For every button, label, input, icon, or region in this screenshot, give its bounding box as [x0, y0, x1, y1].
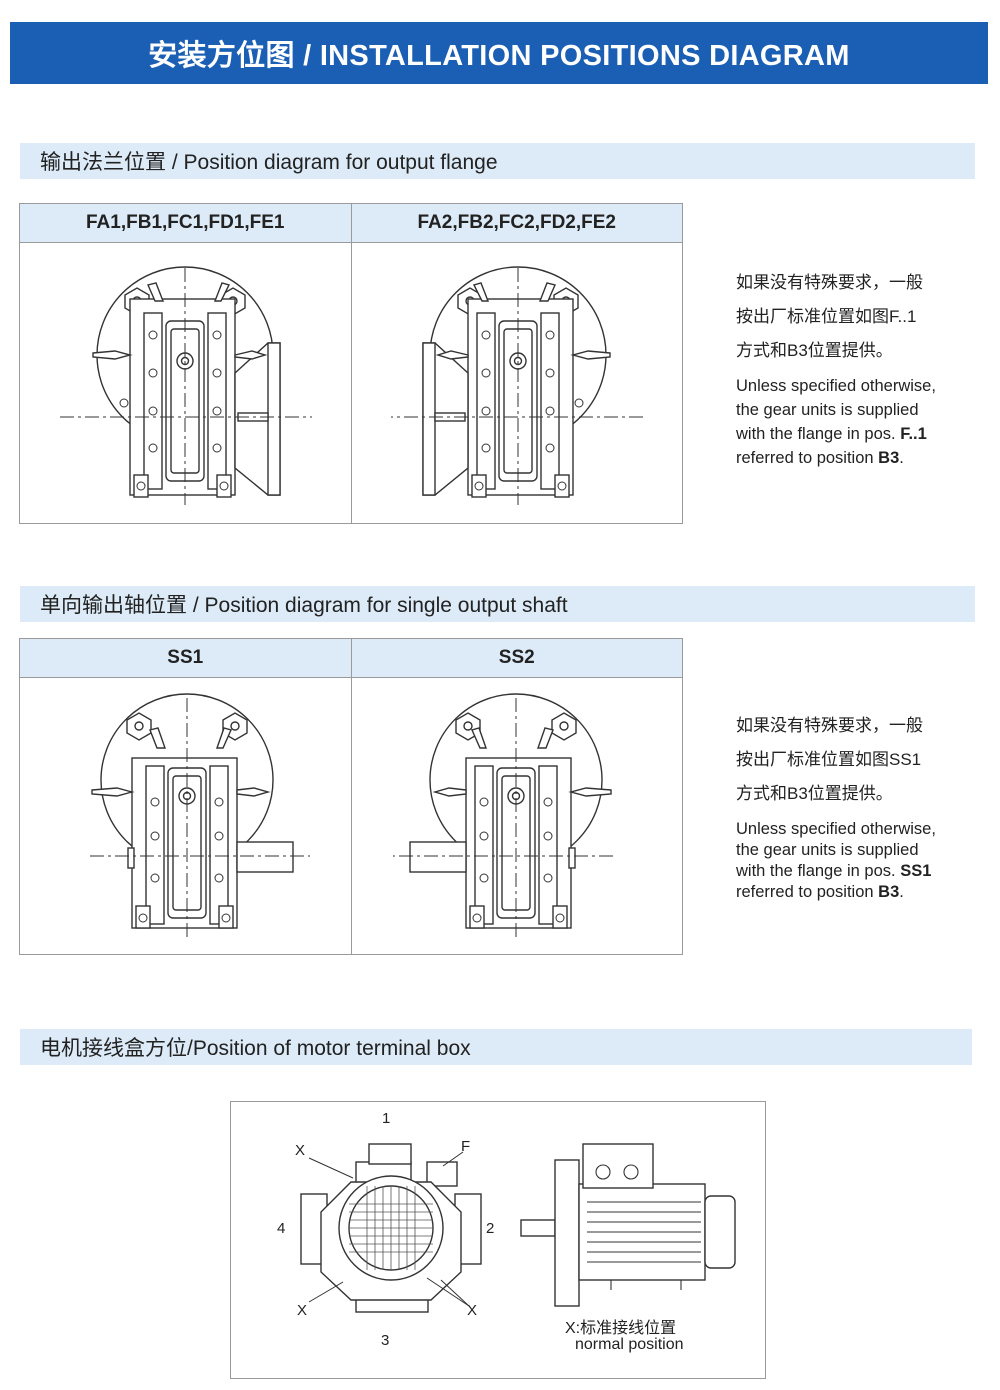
- gearbox-shaft-right-diagram: [90, 693, 310, 940]
- shaft-note-cn: 如果没有特殊要求，一般 按出厂标准位置如图SS1 方式和B3位置提供。: [736, 709, 986, 811]
- shaft-note: 如果没有特殊要求，一般 按出厂标准位置如图SS1 方式和B3位置提供。 Unle…: [736, 709, 986, 903]
- note-text: referred to position: [736, 449, 879, 467]
- column-header-flange-1: FA1,FB1,FC1,FD1,FE1: [86, 212, 285, 233]
- note-line: 如果没有特殊要求，一般: [736, 273, 923, 292]
- output-shaft: [236, 841, 294, 873]
- column-header-ss2: SS2: [350, 639, 683, 677]
- note-line: referred to position B3.: [736, 446, 986, 470]
- column-header-ss1: SS1: [167, 647, 204, 668]
- shaft-diagram-left-cell: [20, 678, 351, 954]
- side-terminal-box: [582, 1143, 654, 1189]
- note-line: the gear units is supplied: [736, 841, 919, 859]
- shaft-note-en: Unless specified otherwise, the gear uni…: [736, 819, 986, 903]
- caption-normal-position-cn: X:标准接线位置: [565, 1320, 677, 1337]
- note-text: .: [899, 883, 904, 901]
- motor-diagrams: [300, 1143, 736, 1313]
- note-line: referred to position B3.: [736, 882, 986, 903]
- note-bold-b3: B3: [878, 883, 900, 901]
- note-line: 方式和B3位置提供。: [736, 341, 893, 360]
- flange-note: 如果没有特殊要求，一般 按出厂标准位置如图F..1 方式和B3位置提供。 Unl…: [736, 266, 986, 470]
- single-shaft-panel: SS1 SS2: [19, 638, 683, 955]
- flange-diagram-left-cell: [20, 243, 351, 523]
- label-position-1: 1: [382, 1110, 391, 1127]
- section-heading-output-flange: 输出法兰位置 / Position diagram for output fla…: [20, 143, 975, 179]
- note-line: Unless specified otherwise,: [736, 820, 936, 838]
- note-line: 如果没有特殊要求，一般: [736, 716, 923, 735]
- output-flange-panel: FA1,FB1,FC1,FD1,FE1 FA2,FB2,FC2,FD2,FE2: [19, 203, 683, 524]
- label-x-bottom-right: X: [467, 1302, 478, 1319]
- note-text: with the flange in pos.: [736, 425, 901, 443]
- label-position-2: 2: [486, 1220, 495, 1237]
- note-line: with the flange in pos. SS1: [736, 861, 986, 882]
- note-line: the gear units is supplied: [736, 401, 919, 419]
- fan-grille: [349, 1186, 433, 1270]
- note-text: .: [899, 449, 904, 467]
- label-position-3: 3: [381, 1332, 390, 1349]
- note-text: referred to position: [736, 883, 879, 901]
- motor-side-view: [520, 1143, 736, 1307]
- label-x-bottom-left: X: [297, 1302, 308, 1319]
- shaft-diagram-right-cell: [350, 678, 683, 954]
- note-line: with the flange in pos. F..1: [736, 422, 986, 446]
- motor-terminal-box-panel: 1 2 3 4 X F X X X:标准接线位置 normal position: [230, 1101, 766, 1379]
- note-line: Unless specified otherwise,: [736, 377, 936, 395]
- gearbox-flange-right-diagram: [60, 266, 312, 505]
- section-heading-motor-terminal: 电机接线盒方位/Position of motor terminal box: [20, 1029, 972, 1065]
- gearbox-flange-left-diagram: [390, 266, 643, 505]
- caption-normal-position-en: normal position: [575, 1336, 684, 1353]
- flange-note-cn: 如果没有特殊要求，一般 按出厂标准位置如图F..1 方式和B3位置提供。: [736, 266, 986, 368]
- flange-diagram-right-cell: [350, 243, 683, 523]
- note-bold-b3: B3: [878, 449, 900, 467]
- flange-note-en: Unless specified otherwise, the gear uni…: [736, 374, 986, 470]
- note-bold-position: SS1: [900, 862, 932, 880]
- column-header-flange-2: FA2,FB2,FC2,FD2,FE2: [350, 204, 683, 242]
- motor-shaft: [520, 1219, 556, 1237]
- note-text: with the flange in pos.: [736, 862, 901, 880]
- page-banner: 安装方位图 / INSTALLATION POSITIONS DIAGRAM: [10, 22, 988, 84]
- label-position-4: 4: [277, 1220, 286, 1237]
- label-x-top-left: X: [295, 1142, 306, 1159]
- note-line: 方式和B3位置提供。: [736, 784, 893, 803]
- fan-cover-side: [704, 1195, 736, 1269]
- position-pointers: [308, 1151, 470, 1307]
- label-f: F: [461, 1138, 471, 1155]
- section-heading-single-shaft: 单向输出轴位置 / Position diagram for single ou…: [20, 586, 975, 622]
- gearbox-shaft-left-diagram: [392, 693, 613, 940]
- note-line: 按出厂标准位置如图SS1: [736, 750, 922, 769]
- note-line: 按出厂标准位置如图F..1: [736, 307, 917, 326]
- note-bold-position: F..1: [900, 425, 927, 443]
- mounting-flange: [554, 1159, 580, 1307]
